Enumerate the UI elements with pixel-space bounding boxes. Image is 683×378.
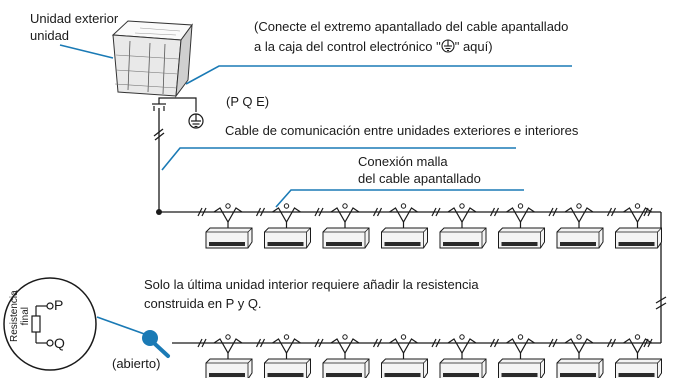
shield-note-line2-prefix: a la caja del control electrónico " — [254, 39, 441, 54]
indoor-unit-icon — [197, 334, 253, 378]
indoor-unit-icon — [372, 334, 428, 378]
resistor-vertical-line2: final — [20, 306, 31, 326]
terminal-q-label: Q — [54, 335, 65, 351]
communication-cable — [153, 108, 165, 212]
indoor-units-bottom-row — [197, 334, 662, 378]
indoor-unit-icon — [314, 203, 370, 249]
mesh-label-line2: del cable apantallado — [358, 171, 481, 186]
shield-note-line2: a la caja del control electrónico " " aqu… — [254, 38, 493, 55]
break-mark — [643, 338, 649, 348]
indoor-unit-icon — [372, 203, 428, 249]
indoor-unit-icon — [431, 203, 487, 249]
break-mark — [643, 207, 649, 217]
detail-leader-line — [96, 316, 151, 337]
ground-icon — [188, 113, 204, 129]
leader-lines — [59, 44, 572, 208]
terminals-label: (P Q E) — [226, 94, 270, 109]
outdoor-unit-icon — [111, 20, 193, 98]
indoor-units-top-row — [197, 203, 662, 249]
outdoor-unit-label-line1: Unidad exterior — [30, 11, 119, 26]
resistor-detail — [3, 277, 97, 371]
shield-note-line1: (Conecte el extremo apantallado del cabl… — [254, 19, 569, 34]
indoor-unit-icon — [606, 334, 662, 378]
ground-connection — [152, 97, 197, 112]
indoor-unit-icon — [255, 203, 311, 249]
break-mark — [647, 338, 653, 348]
indoor-unit-icon — [431, 334, 487, 378]
resistor-note-line1: Solo la última unidad interior requiere … — [144, 277, 479, 292]
indoor-unit-icon — [548, 203, 604, 249]
indoor-unit-icon — [489, 334, 545, 378]
outdoor-unit-label-line2: unidad — [30, 28, 70, 43]
resistor-vertical-line1: Resistencia — [9, 290, 20, 342]
indoor-unit-icon — [314, 334, 370, 378]
magnifier-icon — [142, 330, 170, 358]
terminal-p-label: P — [54, 297, 64, 313]
ground-icon — [441, 39, 455, 53]
indoor-unit-icon — [255, 334, 311, 378]
mesh-label-line1: Conexión malla — [358, 154, 448, 169]
shield-note-line2-suffix: " aquí) — [454, 39, 493, 54]
resistor-vertical-label: Resistencia final — [9, 290, 31, 342]
indoor-unit-icon — [606, 203, 662, 249]
indoor-unit-icon — [197, 203, 253, 249]
indoor-unit-icon — [489, 203, 545, 249]
resistor-icon — [31, 302, 54, 347]
cable-label: Cable de comunicación entre unidades ext… — [225, 123, 579, 138]
resistor-note-line2: construida en P y Q. — [144, 296, 262, 311]
open-label: (abierto) — [112, 356, 161, 371]
indoor-unit-icon — [548, 334, 604, 378]
break-mark — [647, 207, 653, 217]
